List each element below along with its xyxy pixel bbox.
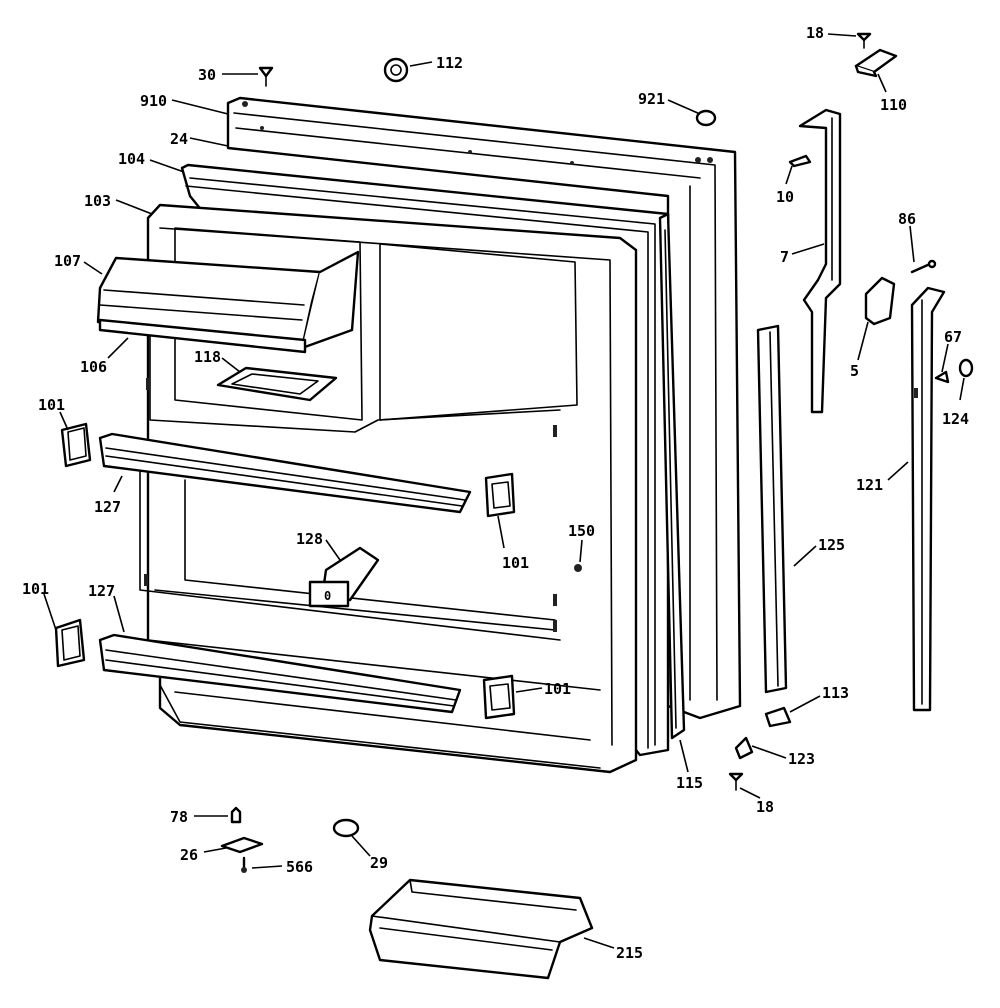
callout-110: 110 bbox=[880, 96, 907, 114]
svg-text:0: 0 bbox=[324, 589, 331, 603]
hinge-bracket-7 bbox=[798, 108, 842, 414]
callout-67: 67 bbox=[944, 328, 962, 346]
leader-lines bbox=[43, 33, 965, 949]
butter-tray bbox=[216, 366, 338, 402]
shelf-end-cap-right-upper bbox=[484, 472, 516, 518]
bracket-26 bbox=[220, 836, 264, 854]
callout-86: 86 bbox=[898, 210, 916, 228]
screw-67 bbox=[934, 370, 950, 384]
callout-101-a: 101 bbox=[38, 396, 65, 414]
shelf-end-cap-right-lower bbox=[482, 674, 516, 720]
hinge-pin-106 bbox=[98, 318, 307, 354]
callout-127-a: 127 bbox=[94, 498, 121, 516]
outer-door-panel bbox=[226, 96, 742, 720]
screw-18-bottom bbox=[728, 772, 744, 791]
plug-921 bbox=[695, 109, 717, 127]
callout-103: 103 bbox=[84, 192, 111, 210]
seal-strip bbox=[658, 212, 686, 740]
callout-104: 104 bbox=[118, 150, 145, 168]
callout-121: 121 bbox=[856, 476, 883, 494]
callout-118: 118 bbox=[194, 348, 221, 366]
callout-124: 124 bbox=[942, 410, 969, 428]
callout-24: 24 bbox=[170, 130, 188, 148]
hinge-cover-5 bbox=[864, 276, 896, 326]
callout-127-b: 127 bbox=[88, 582, 115, 600]
callout-123: 123 bbox=[788, 750, 815, 768]
shelf-end-cap-left-upper bbox=[60, 422, 92, 468]
callout-101-b: 101 bbox=[502, 554, 529, 572]
callout-112: 112 bbox=[436, 54, 463, 72]
pin-78 bbox=[230, 806, 242, 824]
handle-trim-125 bbox=[756, 324, 788, 694]
screw-18-top bbox=[856, 32, 872, 49]
door-label-128: 0 bbox=[308, 546, 380, 608]
callout-18-top: 18 bbox=[806, 24, 824, 42]
callout-125: 125 bbox=[818, 536, 845, 554]
bracket-123 bbox=[734, 736, 754, 760]
screw-86 bbox=[910, 259, 937, 274]
callout-150: 150 bbox=[568, 522, 595, 540]
callout-566: 566 bbox=[286, 858, 313, 876]
callout-215: 215 bbox=[616, 944, 643, 962]
callout-101-c: 101 bbox=[22, 580, 49, 598]
callout-26: 26 bbox=[180, 846, 198, 864]
callout-106: 106 bbox=[80, 358, 107, 376]
callout-78: 78 bbox=[170, 808, 188, 826]
spacer-124 bbox=[958, 358, 974, 378]
callout-5: 5 bbox=[850, 362, 859, 380]
callout-7: 7 bbox=[780, 248, 789, 266]
shelf-bar-lower bbox=[98, 633, 462, 714]
callout-910: 910 bbox=[140, 92, 167, 110]
callout-10: 10 bbox=[776, 188, 794, 206]
callout-113: 113 bbox=[822, 684, 849, 702]
callout-921: 921 bbox=[638, 90, 665, 108]
door-handle-121 bbox=[910, 286, 946, 712]
screw-150 bbox=[574, 564, 582, 572]
door-bin-215 bbox=[368, 878, 594, 980]
callout-labels: 30 112 18 110 910 921 24 104 10 103 86 7… bbox=[22, 24, 969, 962]
callout-107: 107 bbox=[54, 252, 81, 270]
callout-29: 29 bbox=[370, 854, 388, 872]
hinge-cap-110 bbox=[854, 48, 898, 78]
cap-29 bbox=[332, 818, 360, 838]
callout-128: 128 bbox=[296, 530, 323, 548]
callout-101-d: 101 bbox=[544, 680, 571, 698]
bushing-113 bbox=[764, 706, 792, 728]
plug-112 bbox=[383, 57, 409, 83]
screw-30 bbox=[258, 66, 274, 87]
screw-566 bbox=[241, 856, 247, 873]
callout-115: 115 bbox=[676, 774, 703, 792]
shelf-bar-upper bbox=[98, 432, 472, 514]
shelf-end-cap-left-lower bbox=[54, 618, 86, 668]
shim-10 bbox=[788, 154, 812, 168]
callout-18-bottom: 18 bbox=[756, 798, 774, 816]
callout-30: 30 bbox=[198, 66, 216, 84]
